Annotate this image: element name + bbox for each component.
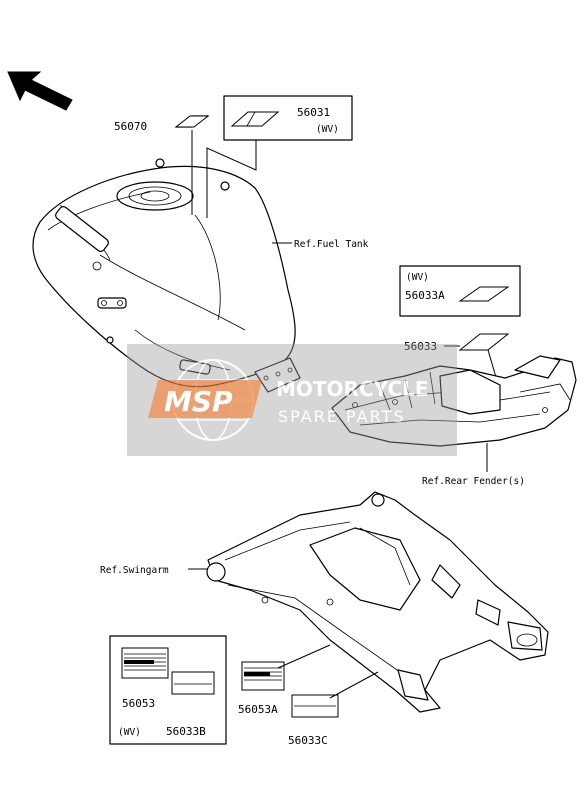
fuel-tank-drawing bbox=[32, 158, 301, 393]
box-56031 bbox=[223, 95, 353, 141]
variant-note-56033A: (WV) bbox=[406, 272, 429, 283]
part-number-56053A: 56053A bbox=[238, 703, 278, 716]
watermark: MSP MOTORCYCLE SPARE PARTS bbox=[127, 344, 457, 456]
sticker-56031-divider bbox=[246, 111, 256, 127]
swingarm-drawing bbox=[206, 491, 549, 713]
ref-rear-fender: Ref.Rear Fender(s) bbox=[422, 476, 525, 487]
rear-fender-drawing bbox=[331, 355, 577, 447]
watermark-logo-badge bbox=[148, 380, 262, 418]
variant-note-56053: (WV) bbox=[118, 727, 141, 738]
part-number-56070: 56070 bbox=[114, 120, 147, 133]
sticker-56033B bbox=[171, 671, 215, 695]
direction-arrow-icon bbox=[7, 71, 73, 111]
sticker-56031 bbox=[230, 111, 280, 127]
sticker-56053A bbox=[241, 661, 285, 691]
leader-56031 bbox=[206, 140, 257, 218]
part-number-56053: 56053 bbox=[122, 697, 155, 710]
variant-note-56031: (WV) bbox=[316, 124, 339, 135]
sticker-56033 bbox=[458, 333, 510, 351]
part-number-56033A: 56033A bbox=[405, 289, 445, 302]
sticker-56070-shape bbox=[174, 115, 210, 128]
leader-56053A bbox=[277, 644, 331, 669]
sticker-56053 bbox=[121, 647, 169, 679]
ref-swingarm: Ref.Swingarm bbox=[100, 565, 169, 576]
part-number-56033: 56033 bbox=[404, 340, 437, 353]
part-number-56031: 56031 bbox=[297, 106, 330, 119]
ref-fuel-tank: Ref.Fuel Tank bbox=[294, 239, 369, 250]
part-number-56033C: 56033C bbox=[288, 734, 328, 747]
part-number-56033B: 56033B bbox=[166, 725, 206, 738]
watermark-line2: SPARE PARTS bbox=[278, 407, 406, 426]
watermark-logo: MSP bbox=[164, 385, 233, 418]
leader-56033C bbox=[329, 671, 379, 699]
sticker-56033A bbox=[458, 286, 510, 302]
watermark-line1: MOTORCYCLE bbox=[276, 377, 428, 401]
